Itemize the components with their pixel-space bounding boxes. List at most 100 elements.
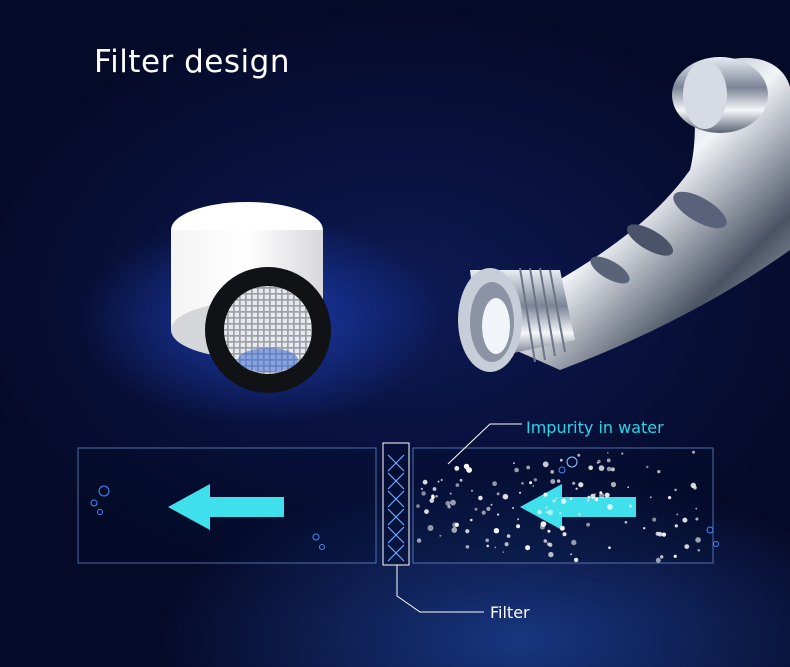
impurity-particle [492,481,497,487]
impurity-particle [459,478,463,482]
impurity-particle [451,527,458,533]
impurity-particle [550,470,555,474]
impurity-particle [494,546,497,549]
impurity-particle [496,492,500,496]
impurity-particle [571,539,577,546]
impurity-callout-line [447,423,522,465]
impurity-particle [539,524,545,530]
impurity-particle [586,522,590,527]
impurity-particle [657,470,661,474]
impurity-particle [607,452,609,454]
impurity-particle [517,518,520,521]
impurity-particle [559,458,563,462]
impurity-particle [420,487,423,490]
impurity-particle [629,504,632,508]
impurity-particle [537,509,542,515]
impurity-particle [478,495,483,501]
arrow-left-icon [520,484,636,530]
impurity-particle [562,532,567,537]
impurity-particle [421,491,426,496]
impurity-particle [497,513,500,516]
impurity-particle [532,485,535,487]
impurity-particle [573,557,579,563]
impurity-particle [643,527,646,530]
impurity-particle [604,492,610,498]
impurity-particle [606,458,611,463]
impurity-particle [502,551,505,553]
impurity-particle [690,482,696,489]
impurity-particle [608,546,611,549]
impurity-particle [695,507,698,510]
impurity-particle [454,522,459,527]
filter-screen-icon [171,202,331,393]
impurity-particle [577,453,581,457]
impurity-particle [513,462,515,464]
impurity-particle [610,467,615,472]
impurity-particle [424,509,429,514]
impurity-particle [545,511,548,513]
impurity-particle [570,553,573,556]
impurity-particle [646,465,649,469]
impurity-particle [502,493,509,500]
impurity-particle [674,488,677,492]
impurity-particle [552,499,556,503]
impurity-particle [493,528,500,534]
impurity-particle [559,512,562,515]
impurity-particle [676,513,679,516]
page-title: Filter design [94,44,290,80]
impurity-particle [545,506,548,509]
impurity-particle [555,497,558,500]
impurity-particle [519,491,521,494]
impurity-particle [416,538,422,543]
impurity-particle [610,481,617,488]
mesh-cross-icon [382,442,410,566]
impurity-particle [463,463,470,470]
impurity-particle [485,538,490,543]
impurity-particle [471,489,473,492]
impurity-particle [486,544,490,548]
impurity-particle [599,492,605,499]
impurity-particle [559,525,565,531]
impurity-particle [697,549,701,552]
impurity-particle [437,480,440,483]
impurity-particle [593,493,596,496]
impurity-particle [542,461,549,468]
impurity-particle [526,465,531,470]
impurity-particle [578,482,584,488]
impurity-particle [454,466,460,471]
impurity-particle [455,483,460,487]
impurity-particle [695,517,699,521]
impurity-particle [674,524,678,528]
impurity-particle [470,518,473,522]
impurity-particle [445,500,451,506]
impurity-particle [506,534,511,538]
arrow-left-icon [168,484,284,530]
impurity-particle [668,496,672,500]
impurity-particle [606,466,612,472]
impurity-particle [525,545,531,551]
impurity-particle [660,555,664,559]
impurity-particle [465,545,470,549]
impurity-particle [682,517,688,523]
impurity-particles [416,450,701,563]
filter-callout-line [396,565,484,613]
impurity-label: Impurity in water [526,418,664,437]
impurity-particle [570,497,573,500]
impurity-particle [548,551,554,558]
impurity-particle [673,554,677,558]
impurity-particle [657,531,663,537]
impurity-particle [465,529,470,534]
impurity-particle [575,487,578,490]
impurity-particle [598,465,605,471]
shower-handle-icon [458,57,790,372]
impurity-particle [435,495,438,498]
impurity-particle [543,492,548,497]
impurity-particle [621,452,624,455]
impurity-particle [450,499,456,506]
flow-diagram [77,423,719,613]
impurity-particle [684,544,690,549]
impurity-particle [486,506,491,511]
impurity-particle [429,498,435,503]
